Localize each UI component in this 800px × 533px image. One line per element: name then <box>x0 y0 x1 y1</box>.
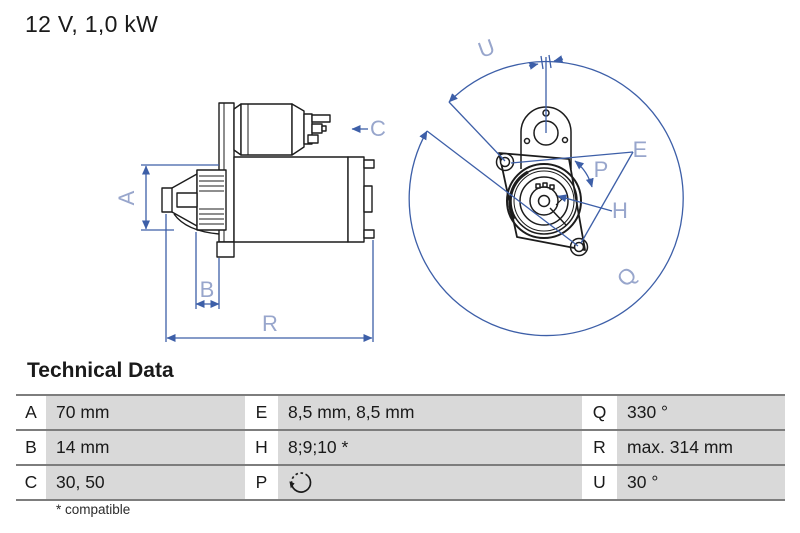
table-row: C 30, 50 P U 30 ° <box>16 466 785 501</box>
param-value-B: 14 mm <box>46 431 245 464</box>
product-title: 12 V, 1,0 kW <box>25 11 159 37</box>
param-key-A: A <box>16 396 46 429</box>
dim-label-Q: Q <box>612 262 642 292</box>
dim-label-A: A <box>114 190 139 205</box>
param-key-C: C <box>16 466 46 499</box>
dim-label-R: R <box>262 311 278 336</box>
table-row: B 14 mm H 8;9;10 * R max. 314 mm <box>16 431 785 466</box>
technical-data-table: A 70 mm E 8,5 mm, 8,5 mm Q 330 ° B 14 mm… <box>16 394 785 501</box>
param-value-E: 8,5 mm, 8,5 mm <box>278 396 582 429</box>
param-key-B: B <box>16 431 46 464</box>
front-view-line-art <box>495 106 589 257</box>
param-key-Q: Q <box>582 396 617 429</box>
param-key-R: R <box>582 431 617 464</box>
starter-motor-technical-drawing: A B R C U Q E <box>114 34 684 342</box>
compatible-footnote: * compatible <box>56 502 131 517</box>
param-value-H: 8;9;10 * <box>278 431 582 464</box>
technical-data-heading: Technical Data <box>27 359 174 382</box>
param-key-P: P <box>245 466 278 499</box>
param-value-R: max. 314 mm <box>617 431 785 464</box>
dim-label-E: E <box>633 137 648 162</box>
side-view-line-art <box>161 102 375 258</box>
dim-label-C: C <box>370 116 386 141</box>
param-key-E: E <box>245 396 278 429</box>
dim-label-U: U <box>475 34 498 63</box>
table-row: A 70 mm E 8,5 mm, 8,5 mm Q 330 ° <box>16 396 785 431</box>
dim-label-B: B <box>200 277 215 302</box>
front-view-dimensions <box>408 54 684 337</box>
dim-label-H: H <box>612 198 628 223</box>
param-value-P <box>278 466 582 499</box>
rotation-direction-icon <box>289 472 312 493</box>
param-value-Q: 330 ° <box>617 396 785 429</box>
param-key-U: U <box>582 466 617 499</box>
dim-label-P: P <box>594 157 609 182</box>
param-value-C: 30, 50 <box>46 466 245 499</box>
side-view-dimensions <box>141 125 374 342</box>
param-value-U: 30 ° <box>617 466 785 499</box>
param-value-A: 70 mm <box>46 396 245 429</box>
param-key-H: H <box>245 431 278 464</box>
